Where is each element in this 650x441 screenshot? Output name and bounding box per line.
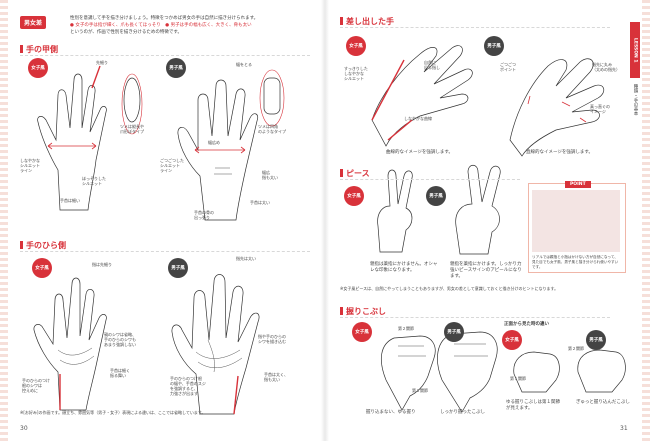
right-edge-strip: [642, 0, 650, 441]
label-joint2-front: 第２関節: [568, 346, 584, 351]
male-badge: 男子風: [444, 322, 464, 342]
male-palm-hand: [171, 274, 260, 415]
point-label: POINT: [565, 181, 591, 188]
book-gutter: [321, 0, 329, 441]
male-back-hand: [177, 69, 285, 221]
female-palm-hand: [33, 277, 107, 411]
male-reach-hand: [509, 58, 605, 157]
caption-fist-female: 握り込まない、ゆる握り: [366, 410, 416, 415]
label-palm-fingertip: 指は先細り: [92, 262, 112, 267]
label-wrist-male: 手首は太い: [250, 200, 270, 205]
caption-peace-female: 親指は薬指にかけません。オシャレな印象になります。: [370, 262, 438, 273]
label-creases-female: 親のシワは省略、 手のひらのシワも あまり強調しない: [104, 332, 136, 347]
label-knuckle: 幅をとる: [236, 62, 252, 67]
label-palm-wrist-male: 手首は太く、 指も太い: [264, 372, 288, 382]
male-fist-hand: [437, 331, 498, 413]
female-badge: 女子風: [502, 330, 522, 350]
caption-fist-male: しっかり握ったこぶし: [440, 410, 485, 415]
label-reach-thick: 指先に丸み （太めの指先）: [592, 62, 620, 72]
male-peace-hand: [455, 164, 501, 255]
intro-line-2: ● 女子の手は指が細く、爪も長くてほっそり ● 男子は手の幅も広く、大きく、骨も…: [70, 23, 252, 28]
label-creases-male: 指や手のひらの シワを描き込む: [258, 334, 286, 344]
label-reach-bulky: 真っ直ぐの イメージ: [590, 104, 610, 114]
point-text: リアルでは親指と小指はかけない方が自然になって、見た目でも女子風、男子風と描き分…: [532, 255, 619, 269]
female-back-hand: [37, 65, 143, 211]
divider: [340, 179, 520, 180]
label-reach-lines: しなやかな曲線: [404, 116, 432, 121]
male-badge: 男子風: [586, 330, 606, 350]
divider: [340, 317, 610, 318]
male-badge: 男子風: [426, 186, 446, 206]
female-peace-hand: [377, 169, 413, 253]
peace-section-title: ピース: [340, 168, 370, 179]
fist-section-title: 握りこぶし: [340, 306, 386, 317]
male-badge: 男子風: [484, 36, 504, 56]
label-bony: ごつごつした シルエット ライン: [160, 158, 184, 173]
label-fingertip: 先細り: [96, 60, 108, 65]
label-palm-base-male: 手のひらのつけ根 の幅や、手首のスジ を強調すると、 力強さが出ます: [170, 376, 206, 396]
male-badge: 男子風: [168, 258, 188, 278]
label-tendon: 手首の骨の 出っ張り: [194, 210, 214, 220]
caption-peace-male: 親指を薬指にかけます。しっかり力強いピースサインのアピールになります。: [450, 262, 522, 279]
left-edge-strip: [0, 0, 8, 441]
label-nail-female: ツメは縦長や 爪形ぼタイプ: [120, 124, 144, 134]
divider: [20, 251, 310, 252]
label-smooth: しなやかな シルエット ライン: [20, 158, 40, 173]
female-reach-hand: [371, 45, 473, 147]
palm-section-title: 手のひら側: [20, 240, 66, 251]
label-palm-fingertip-male: 指先は太い: [236, 256, 256, 261]
label-reach-bend: 自然に 反る指し: [424, 60, 440, 70]
male-front-fist: [577, 349, 626, 393]
female-badge: 女子風: [344, 186, 364, 206]
female-badge: 女子風: [352, 322, 372, 342]
female-fist-hand: [380, 335, 436, 411]
point-illustration-bg: [532, 190, 620, 252]
label-reach-bony: ごつごつ ポイント: [500, 62, 516, 72]
page-number-right: 31: [620, 425, 628, 432]
back-section-title: 手の甲側: [20, 44, 58, 55]
reach-section-title: 差し出した手: [340, 16, 394, 27]
male-badge: 男子風: [166, 58, 186, 78]
label-nail-male: ツメは四角 のようなタイプ: [258, 124, 286, 134]
caption-reach-female: 曲線的なイメージを強調します。: [386, 150, 453, 155]
label-wide: 幅広め: [208, 140, 220, 145]
label-palm-base: 手のひらのつけ 根のシワは 控えめに: [22, 378, 50, 393]
female-badge: 女子風: [28, 58, 48, 78]
lesson-tab: LESSON 1: [630, 22, 640, 78]
caption-front-female: ゆる握りこぶしは第１関節が見えます。: [506, 400, 560, 411]
footnote: ※[お好み]の作画です。顔立ち、雰囲気等（男子・女子）表現による違いは、ここでは…: [20, 410, 206, 415]
female-badge: 女子風: [32, 258, 52, 278]
front-title: 正面から見た時の違い: [504, 322, 549, 327]
female-badge: 女子風: [346, 36, 366, 56]
label-slim: ほっそりした シルエット: [82, 176, 106, 186]
intro-line-3: というのが、作画で性別を描き分けるための特徴です。: [70, 30, 182, 35]
intro-line-1: 性別を意識して手を描き分けましょう。特徴をつかめば男女の手は自然に描き分けられま…: [70, 16, 259, 21]
peace-note: ※女子風ピースは、自然にやってしまうこともありますが、男女の差として意識しておく…: [340, 286, 559, 291]
page-number-left: 30: [20, 425, 28, 432]
divider: [20, 55, 310, 56]
caption-reach-male: 直線的なイメージを強調します。: [526, 150, 593, 155]
label-joint1: 第１関節: [412, 388, 428, 393]
label-joint2: 第２関節: [398, 326, 414, 331]
label-joint1-front: 第１関節: [510, 376, 526, 381]
caption-front-male: ぎゅっと握り込んだこぶし: [576, 400, 630, 405]
label-broad: 幅広 指も太い: [262, 170, 278, 180]
label-reach-smooth: すっきりした しなやかな シルエット: [344, 66, 368, 81]
label-wrist-female: 手首は細い: [60, 198, 80, 203]
lesson-subtitle: 種類・手の基本: [633, 84, 638, 116]
female-front-fist: [513, 351, 560, 393]
label-palm-wrist-female: 手首は細く 振る舞い: [110, 368, 130, 378]
section-tag: 男女差: [20, 16, 47, 29]
divider: [340, 27, 610, 28]
